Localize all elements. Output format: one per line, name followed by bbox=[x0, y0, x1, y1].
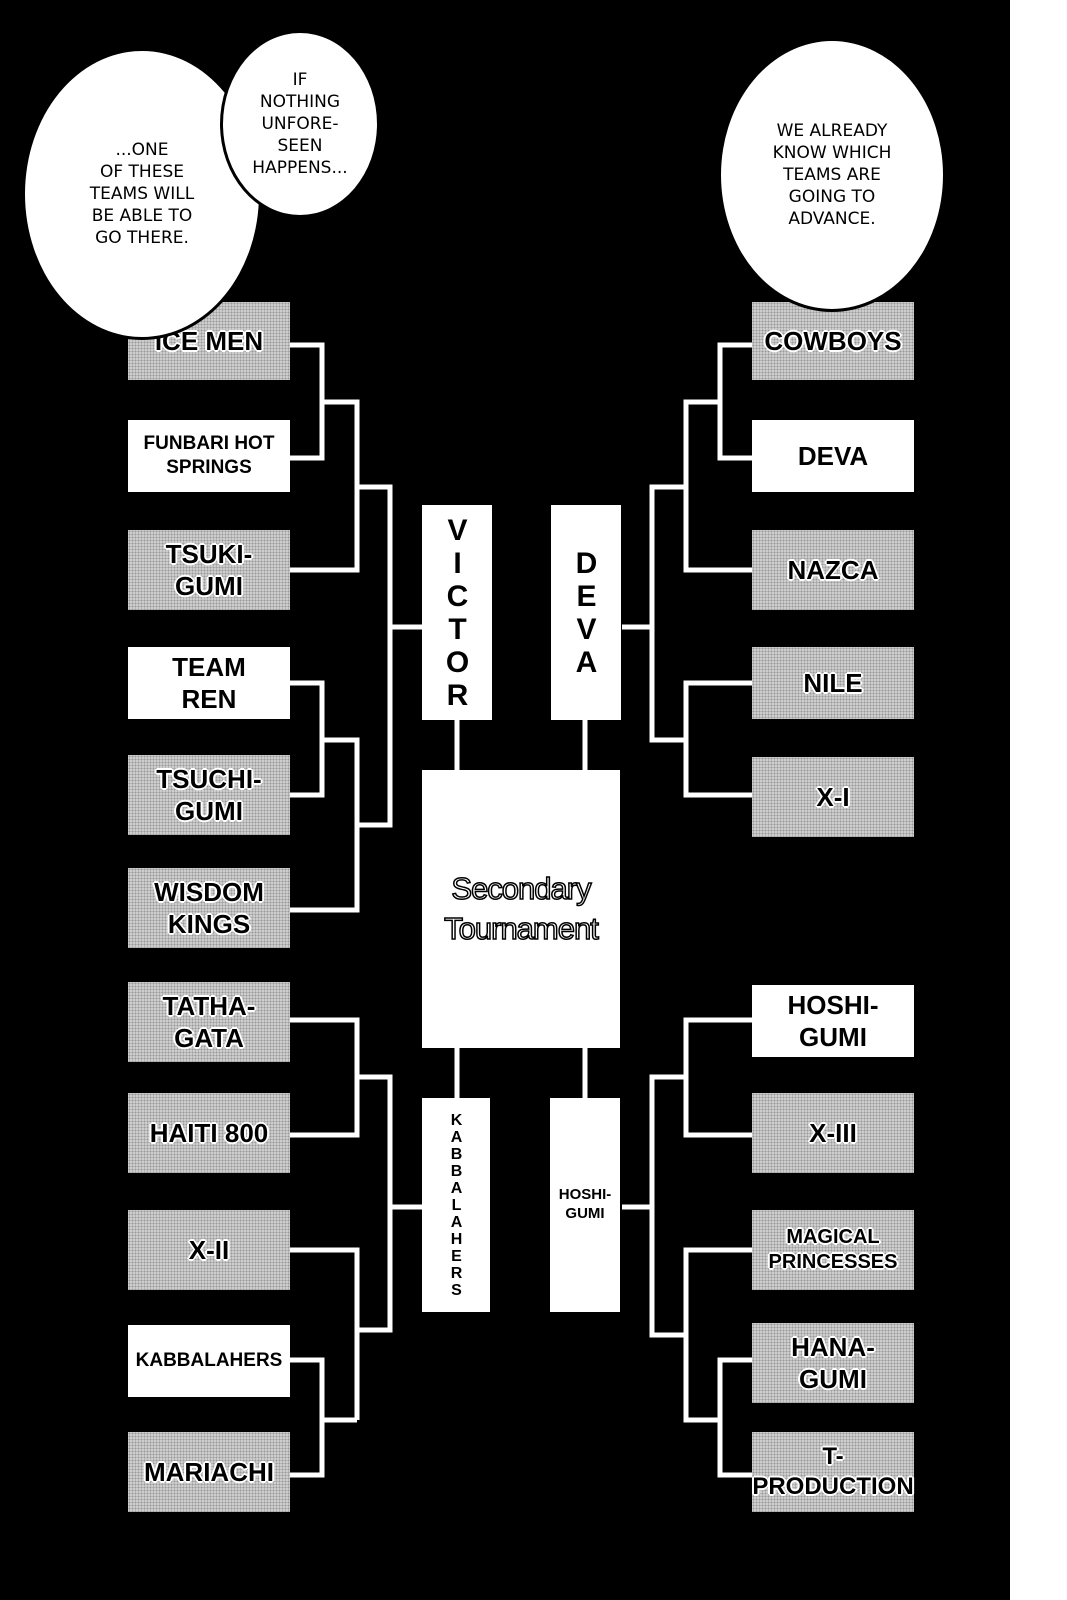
bracket-line bbox=[357, 484, 393, 828]
team-mariachi: MARIACHI bbox=[128, 1432, 290, 1512]
team-hana-gumi: HANA- GUMI bbox=[752, 1323, 914, 1403]
team-label: TSUCHI- GUMI bbox=[156, 763, 262, 827]
team-tsuki-gumi: TSUKI- GUMI bbox=[128, 530, 290, 610]
bracket-line bbox=[290, 737, 360, 913]
team-wisdom-kings: WISDOM KINGS bbox=[128, 868, 290, 948]
bracket-page: ICE MEN FUNBARI HOT SPRINGS TSUKI- GUMI … bbox=[0, 0, 1010, 1600]
team-label: HANA- GUMI bbox=[791, 1331, 875, 1395]
winner-label: HOSHI- GUMI bbox=[558, 1186, 612, 1222]
team-x-iii: X-III bbox=[752, 1093, 914, 1173]
team-label: KABBALAHERS bbox=[135, 1350, 283, 1372]
bracket-line bbox=[649, 1074, 686, 1338]
team-label: HAITI 800 bbox=[149, 1117, 269, 1148]
team-nile: NILE bbox=[752, 647, 914, 719]
bracket-line bbox=[290, 1247, 360, 1420]
bracket-line bbox=[290, 680, 325, 798]
bracket-line bbox=[683, 1247, 752, 1423]
team-label: HOSHI- GUMI bbox=[787, 989, 879, 1053]
team-kabbalahers: KABBALAHERS bbox=[128, 1325, 290, 1397]
team-nazca: NAZCA bbox=[752, 530, 914, 610]
bracket-line bbox=[357, 1074, 393, 1333]
team-x-i: X-I bbox=[752, 757, 914, 837]
team-label: TSUKI- GUMI bbox=[165, 538, 253, 602]
speech-text: WE ALREADY KNOW WHICH TEAMS ARE GOING TO… bbox=[772, 120, 892, 230]
bracket-lines bbox=[290, 342, 752, 1478]
team-label: MAGICAL PRINCESSES bbox=[768, 1226, 898, 1273]
team-label: WISDOM KINGS bbox=[154, 876, 264, 940]
team-hoshi-gumi: HOSHI- GUMI bbox=[752, 985, 914, 1057]
secondary-tournament-box: Secondary Tournament bbox=[422, 770, 620, 1048]
team-label: FUNBARI HOT SPRINGS bbox=[143, 433, 275, 478]
team-label: NAZCA bbox=[787, 554, 879, 585]
team-magical-princesses: MAGICAL PRINCESSES bbox=[752, 1210, 914, 1290]
team-label: X-III bbox=[809, 1117, 857, 1148]
bracket-line bbox=[290, 1357, 325, 1478]
team-funbari-hot-springs: FUNBARI HOT SPRINGS bbox=[128, 420, 290, 492]
team-label: MARIACHI bbox=[144, 1456, 274, 1487]
speech-bubble-if-nothing: IF NOTHING UNFORE- SEEN HAPPENS... bbox=[220, 30, 380, 218]
team-t-production: T- PRODUCTION bbox=[752, 1432, 914, 1512]
team-label: T- PRODUCTION bbox=[752, 1443, 914, 1500]
team-tsuchi-gumi: TSUCHI- GUMI bbox=[128, 755, 290, 835]
team-label: TATHA- GATA bbox=[162, 990, 256, 1054]
bracket-line bbox=[717, 1357, 752, 1478]
speech-bubble-already-know: WE ALREADY KNOW WHICH TEAMS ARE GOING TO… bbox=[718, 38, 946, 312]
team-x-ii: X-II bbox=[128, 1210, 290, 1290]
bracket-line bbox=[683, 680, 752, 798]
team-label: COWBOYS bbox=[764, 325, 902, 356]
speech-text: IF NOTHING UNFORE- SEEN HAPPENS... bbox=[252, 69, 348, 179]
secondary-tournament-label: Secondary Tournament bbox=[443, 870, 599, 947]
winner-victor: VICTOR bbox=[422, 505, 492, 720]
bracket-line bbox=[683, 1017, 752, 1138]
team-haiti-800: HAITI 800 bbox=[128, 1093, 290, 1173]
bracket-line bbox=[290, 342, 325, 461]
team-label: X-I bbox=[816, 781, 850, 812]
team-tathagata: TATHA- GATA bbox=[128, 982, 290, 1062]
winner-hoshi-gumi: HOSHI- GUMI bbox=[550, 1098, 620, 1312]
winner-label: DEVA bbox=[570, 546, 603, 679]
team-label: NILE bbox=[803, 667, 863, 698]
team-deva: DEVA bbox=[752, 420, 914, 492]
team-cowboys: COWBOYS bbox=[752, 302, 914, 380]
bracket-line bbox=[717, 342, 752, 461]
speech-bubble-one-of-these: ...ONE OF THESE TEAMS WILL BE ABLE TO GO… bbox=[22, 48, 262, 340]
team-label: TEAM REN bbox=[172, 651, 246, 715]
winner-kabbalahers: KABBALAHERS bbox=[422, 1098, 490, 1312]
bracket-line bbox=[649, 484, 686, 743]
team-label: DEVA bbox=[797, 440, 869, 471]
winner-deva: DEVA bbox=[551, 505, 621, 720]
winner-label: VICTOR bbox=[441, 513, 474, 712]
bracket-line bbox=[290, 1017, 360, 1138]
winner-label: KABBALAHERS bbox=[448, 1111, 465, 1299]
team-team-ren: TEAM REN bbox=[128, 647, 290, 719]
speech-text: ...ONE OF THESE TEAMS WILL BE ABLE TO GO… bbox=[89, 139, 195, 249]
team-label: X-II bbox=[188, 1234, 230, 1265]
